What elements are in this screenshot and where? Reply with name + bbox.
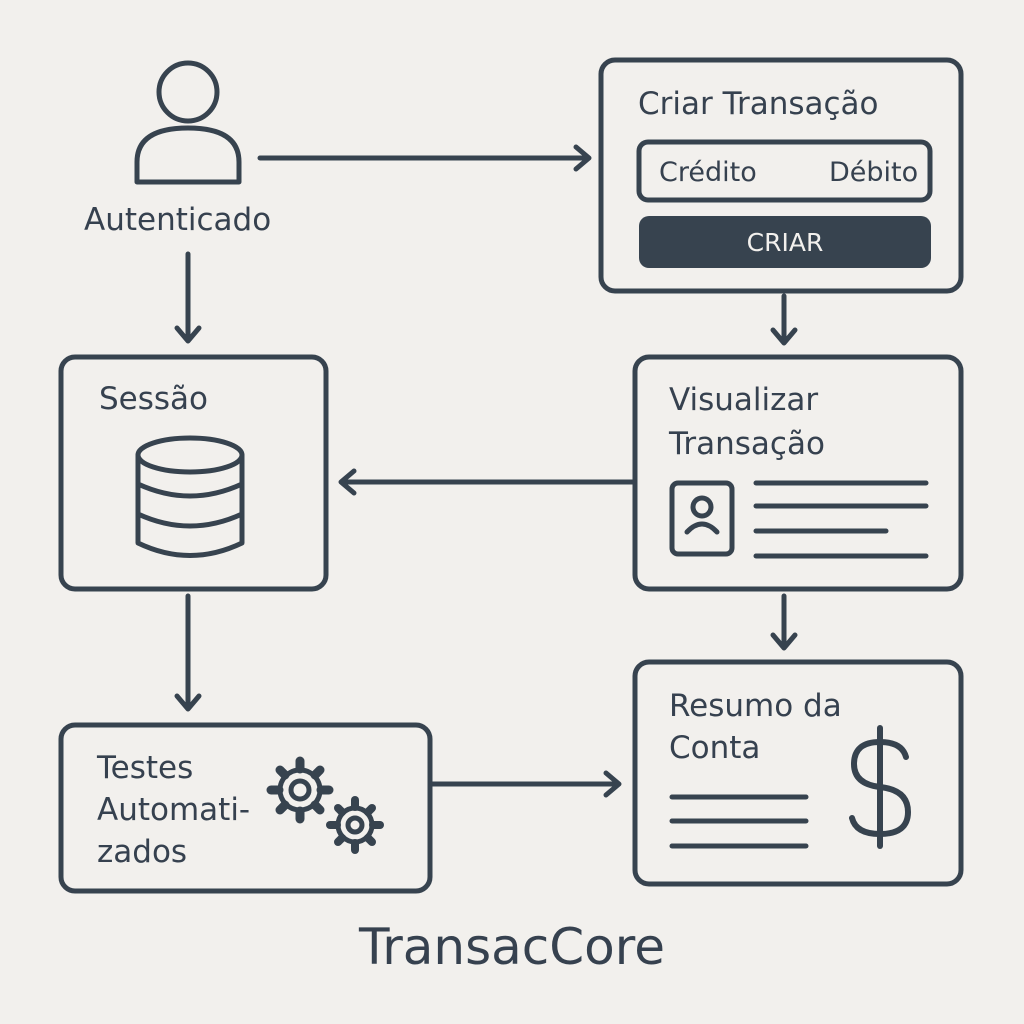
create-button[interactable]: CRIAR [639, 216, 931, 268]
session-title: Sessão [99, 381, 209, 417]
credit-option[interactable]: Crédito [659, 157, 757, 188]
summary-title-line2: Conta [669, 730, 761, 766]
user-icon [134, 60, 242, 185]
arrow-user-to-session [174, 251, 202, 344]
view-text-lines [753, 480, 929, 559]
arrow-view-to-session [338, 468, 638, 496]
dollar-icon [849, 725, 911, 849]
brand-title: TransacCore [359, 918, 665, 976]
view-transaction-title-line1: Visualizar [669, 382, 819, 418]
arrow-user-to-create [257, 144, 592, 172]
automated-tests-box [58, 722, 433, 894]
tests-title-line2: Automati- [97, 792, 251, 828]
session-box [58, 354, 329, 592]
view-transaction-box [632, 354, 964, 592]
gears-icon [266, 756, 384, 854]
arrow-tests-to-summary [429, 770, 622, 798]
summary-text-lines [669, 794, 809, 849]
view-transaction-title-line2: Transação [669, 426, 825, 462]
database-icon [135, 435, 245, 558]
account-summary-box [632, 659, 964, 887]
tests-title-line1: Testes [97, 750, 194, 786]
tests-title-line3: zados [97, 834, 188, 870]
id-card-icon [669, 480, 735, 557]
arrow-create-to-view [770, 293, 798, 346]
debit-option[interactable]: Débito [829, 157, 919, 188]
arrow-session-to-tests [174, 593, 202, 712]
transaction-type-toggle[interactable] [636, 139, 933, 203]
create-transaction-box [598, 57, 964, 294]
create-transaction-title: Criar Transação [638, 86, 879, 122]
summary-title-line1: Resumo da [669, 688, 842, 724]
arrow-view-to-summary [770, 593, 798, 651]
user-label: Autenticado [84, 202, 272, 238]
